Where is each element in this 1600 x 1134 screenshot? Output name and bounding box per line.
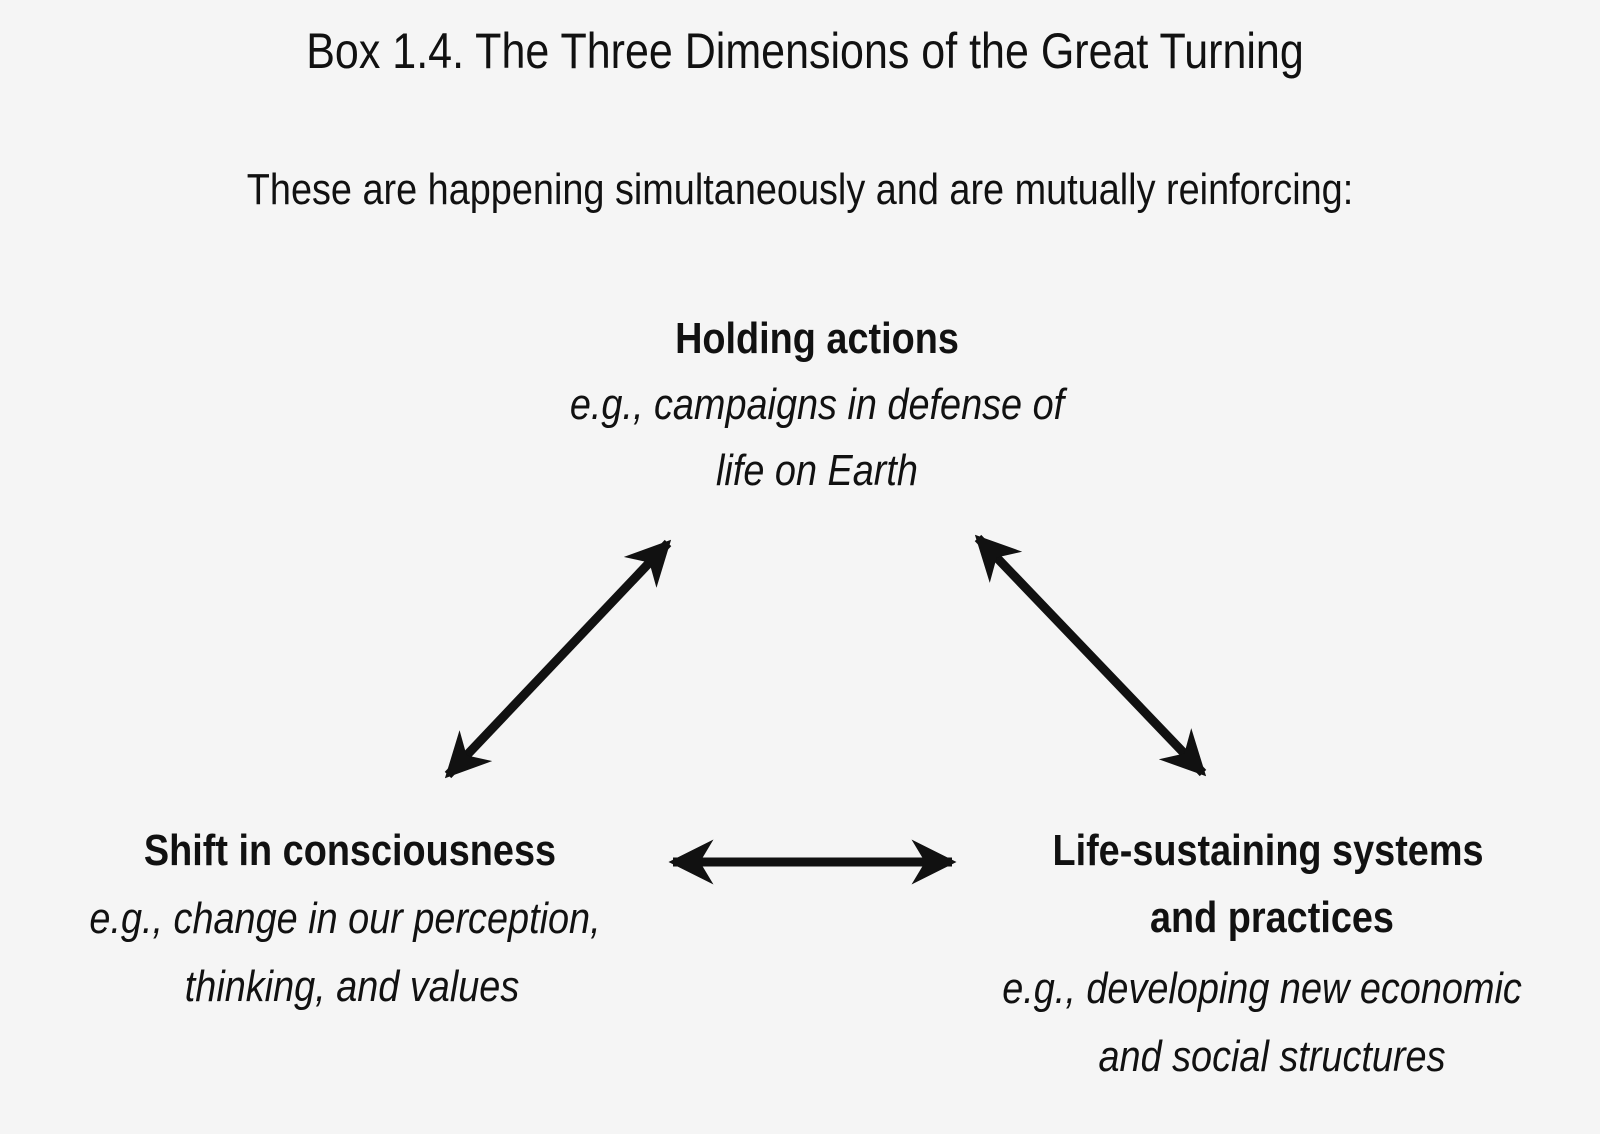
diagram-title: Box 1.4. The Three Dimensions of the Gre… bbox=[306, 23, 1304, 79]
node-heading: Shift in consciousness bbox=[143, 826, 557, 875]
node-heading: and practices bbox=[1150, 893, 1394, 942]
node-example: e.g., campaigns in defense of bbox=[569, 380, 1065, 429]
double-arrow-top-right bbox=[974, 534, 1207, 777]
node-heading: Holding actions bbox=[675, 314, 959, 363]
node-example: e.g., developing new economic bbox=[1002, 964, 1522, 1013]
node-example: e.g., change in our perception, bbox=[89, 894, 601, 943]
double-arrow-top-left bbox=[444, 539, 672, 779]
diagram-subtitle: These are happening simultaneously and a… bbox=[246, 165, 1354, 214]
node-heading: Life-sustaining systems bbox=[1052, 826, 1484, 875]
node-example: life on Earth bbox=[716, 446, 918, 495]
node-example: and social structures bbox=[1098, 1032, 1446, 1081]
node-example: thinking, and values bbox=[184, 962, 520, 1011]
